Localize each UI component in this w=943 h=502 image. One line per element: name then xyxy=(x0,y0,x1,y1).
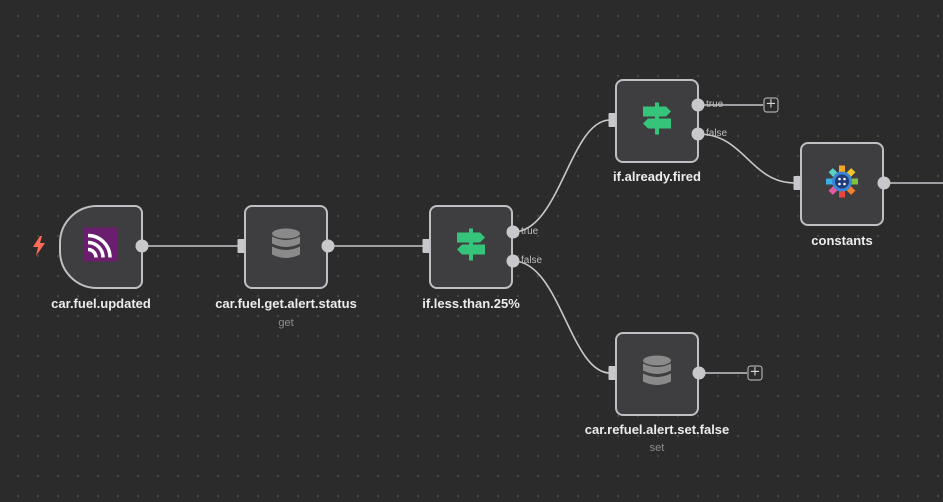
node-label: car.refuel.alert.set.false xyxy=(584,422,730,437)
output-port[interactable] xyxy=(321,239,335,253)
input-port[interactable] xyxy=(237,239,245,253)
add-node-button[interactable]: + xyxy=(747,365,763,381)
node-car-fuel-get-alert-status[interactable] xyxy=(244,205,328,289)
node-label: if.already.fired xyxy=(613,169,701,184)
node-label: car.fuel.get.alert.status xyxy=(215,296,357,311)
output-port-false[interactable] xyxy=(506,254,520,268)
node-car-refuel-alert-set-false[interactable] xyxy=(615,332,699,416)
trigger-bolt-icon xyxy=(32,236,46,261)
node-subtitle: set xyxy=(649,442,665,454)
port-label-true: true xyxy=(706,99,724,110)
node-subtitle: get xyxy=(278,317,294,329)
node-label: car.fuel.updated xyxy=(51,296,151,311)
output-port[interactable] xyxy=(692,366,706,380)
gear-icon xyxy=(825,165,859,204)
feed-icon xyxy=(84,227,118,267)
output-port[interactable] xyxy=(135,239,149,253)
node-label: if.less.than.25% xyxy=(422,296,520,311)
node-label: constants xyxy=(811,233,873,248)
output-port-true[interactable] xyxy=(506,225,520,239)
node-if-already-fired[interactable] xyxy=(615,79,699,163)
node-if-less-than-25[interactable] xyxy=(429,205,513,289)
wire-if-less-true-to-if-already[interactable] xyxy=(512,119,611,233)
output-port[interactable] xyxy=(877,176,891,190)
node-constants[interactable] xyxy=(800,142,884,226)
signpost-icon xyxy=(454,227,488,268)
add-node-button[interactable]: + xyxy=(763,97,779,113)
port-label-false: false xyxy=(521,255,543,266)
database-icon xyxy=(271,228,301,267)
output-port-false[interactable] xyxy=(691,127,705,141)
signpost-icon xyxy=(640,101,674,142)
node-car-fuel-updated[interactable] xyxy=(59,205,143,289)
port-label-false: false xyxy=(706,128,728,139)
input-port[interactable] xyxy=(608,113,616,127)
database-icon xyxy=(642,355,672,394)
wire-if-already-false-to-constants[interactable] xyxy=(697,133,796,184)
input-port[interactable] xyxy=(793,176,801,190)
input-port[interactable] xyxy=(608,366,616,380)
input-port[interactable] xyxy=(422,239,430,253)
wire-if-less-false-to-refuel-set[interactable] xyxy=(512,260,611,374)
output-port-true[interactable] xyxy=(691,98,705,112)
port-label-true: true xyxy=(521,226,539,237)
